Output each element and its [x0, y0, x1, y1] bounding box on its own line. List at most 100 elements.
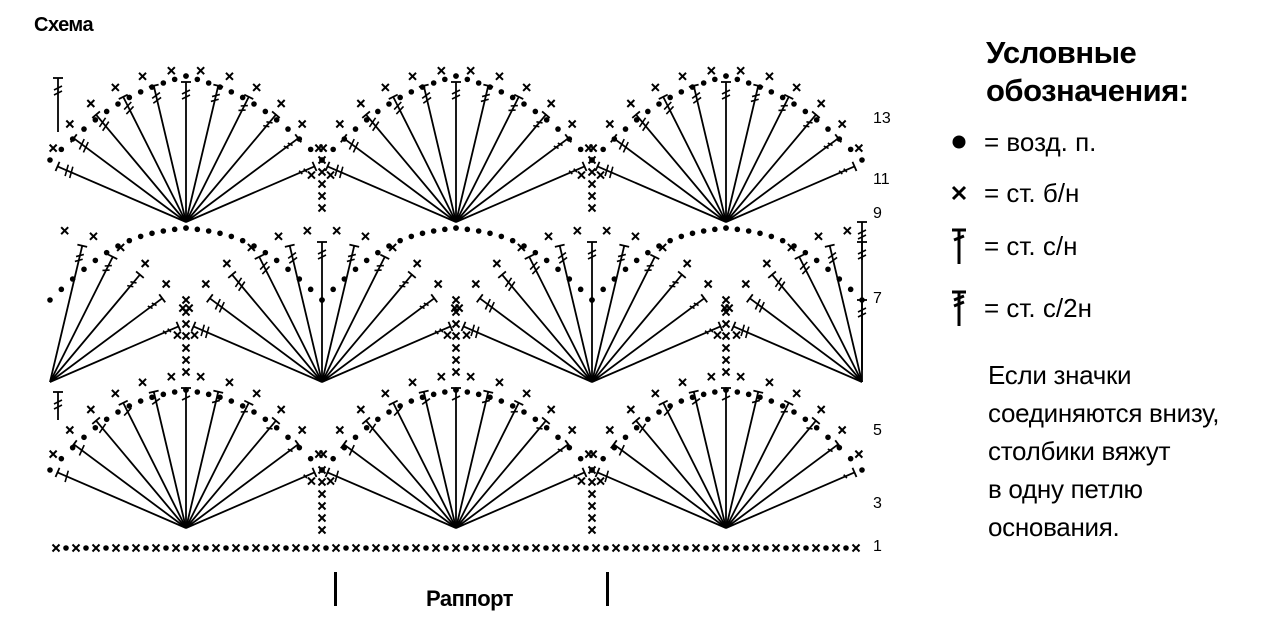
double-crochet-icon	[944, 226, 974, 266]
single-crochet	[546, 405, 556, 414]
crochet-stitch	[725, 402, 790, 529]
row-label-1: 1	[873, 538, 882, 555]
crochet-stitch	[152, 85, 187, 223]
crochet-stitch	[73, 443, 187, 529]
single-crochet	[721, 367, 731, 377]
stitch-bar	[604, 164, 610, 177]
crochet-stitch	[733, 325, 863, 383]
stitch-top	[541, 110, 551, 119]
chain-stitch	[363, 545, 369, 551]
stitch-bar	[53, 90, 63, 96]
stitch-top	[361, 110, 371, 119]
chain-stitch	[69, 444, 76, 451]
chain-stitch	[577, 146, 584, 153]
stitch-bar	[663, 101, 672, 111]
chain-stitch	[251, 101, 257, 107]
row-label-7: 7	[873, 290, 882, 307]
stitch-bar	[689, 305, 695, 310]
single-crochet	[765, 72, 774, 81]
chain-stitch	[205, 228, 212, 234]
stitch-top	[677, 270, 687, 279]
chain-stitch	[283, 545, 289, 551]
chain-stitch	[115, 243, 121, 249]
crochet-stitch	[725, 85, 760, 223]
chain-stitch	[678, 89, 685, 95]
stitch-top	[794, 253, 805, 260]
legend-title-line1: Условные	[986, 35, 1137, 70]
chain-stitch	[825, 266, 831, 273]
single-crochet	[596, 476, 605, 486]
single-crochet	[138, 378, 147, 387]
stitch-bar	[558, 256, 568, 264]
chain-stitch	[859, 467, 865, 473]
single-crochet	[577, 170, 586, 180]
single-crochet	[651, 83, 660, 92]
chain-stitch	[487, 84, 493, 90]
single-crochet	[317, 525, 327, 535]
single-crochet	[171, 543, 181, 553]
chain-stitch	[171, 226, 178, 233]
stitch-top	[497, 270, 507, 279]
chain-stitch	[307, 455, 314, 462]
single-crochet	[71, 543, 81, 553]
single-crochet	[544, 232, 553, 241]
crochet-stitch	[591, 297, 705, 383]
stitch-bar	[261, 265, 271, 275]
single-crochet	[274, 232, 283, 241]
stitch-bar	[618, 444, 625, 456]
single-crochet	[451, 331, 461, 341]
single-crochet	[741, 279, 751, 289]
stitch-bar	[618, 138, 625, 150]
single-crochet	[587, 501, 597, 511]
crochet-stitch	[455, 114, 547, 223]
chain-stitch	[633, 257, 640, 264]
chain-stitch	[825, 434, 831, 441]
crochet-stitch	[591, 325, 721, 383]
legend-item-label: = возд. п.	[984, 126, 1097, 157]
chain-stitch	[555, 434, 561, 441]
single-crochet	[707, 372, 716, 381]
stitch-top	[379, 253, 390, 260]
single-crochet	[131, 543, 141, 553]
chain-stitch	[137, 398, 144, 404]
single-crochet	[721, 355, 731, 365]
stitch-bar	[827, 142, 833, 147]
stitch-bar	[721, 89, 731, 95]
single-crochet	[297, 119, 307, 129]
single-crochet	[371, 543, 381, 553]
legend-item-treble-crochet: = ст. с/2н	[944, 288, 1092, 328]
single-crochet	[65, 119, 75, 129]
chain-stitch	[81, 266, 87, 273]
chain-stitch	[543, 257, 550, 264]
chain-stitch	[611, 444, 618, 451]
chain-stitch	[307, 146, 314, 153]
chain-stitch	[223, 545, 229, 551]
single-crochet	[307, 170, 316, 180]
stitch-bar	[488, 301, 495, 313]
single-crochet	[161, 279, 171, 289]
crochet-stitch	[455, 443, 569, 529]
stitch-bar	[181, 89, 191, 95]
stitch-bar	[641, 121, 650, 132]
chain-stitch	[583, 545, 589, 551]
stitch-bar	[75, 253, 85, 258]
chain-stitch	[183, 387, 189, 393]
single-crochet	[111, 389, 120, 398]
chain-stitch	[375, 108, 381, 115]
stitch-bar	[481, 399, 491, 404]
stitch-bar	[287, 251, 297, 260]
single-crochet	[567, 425, 577, 435]
stitch-top	[658, 93, 669, 100]
stitch-bar	[857, 234, 867, 240]
single-crochet	[326, 170, 335, 180]
stitch-bar	[750, 98, 759, 103]
single-crochet	[451, 307, 461, 317]
single-crochet	[60, 226, 69, 235]
crochet-stitch	[455, 137, 569, 223]
stitch-bar	[237, 281, 246, 292]
stitch-bar	[317, 249, 327, 255]
note-line: Если значки	[988, 360, 1132, 390]
stitch-bar	[704, 330, 709, 335]
chain-stitch	[487, 394, 493, 401]
single-crochet	[531, 543, 541, 553]
